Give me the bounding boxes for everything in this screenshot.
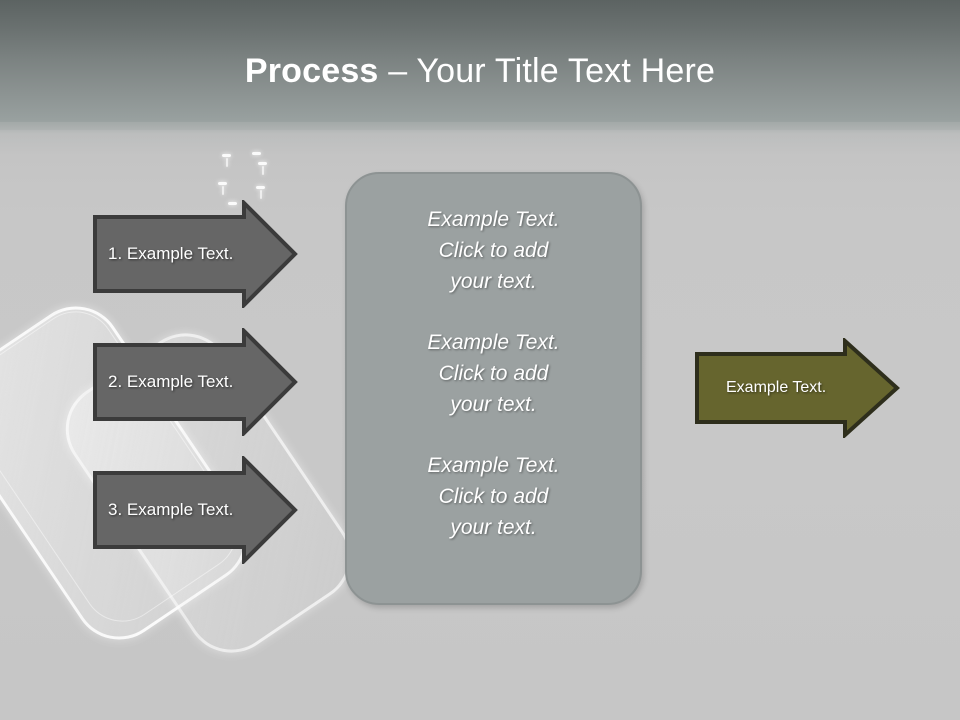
title-band-background <box>0 0 960 130</box>
title-bold-part: Process <box>244 52 379 90</box>
arrow-right-icon <box>93 456 298 564</box>
panel-text-line: Example Text. <box>427 454 560 477</box>
result-arrow-label: Example Text. <box>726 379 827 396</box>
panel-text-line: your text. <box>450 393 537 416</box>
panel-text-line: Example Text. <box>427 208 560 231</box>
arrow-right-icon <box>93 328 298 436</box>
panel-text-block-2: Example Text. Click to add your text. <box>373 327 614 420</box>
step-arrow-2[interactable]: 2. Example Text. <box>92 328 298 436</box>
panel-text-block-1: Example Text. Click to add your text. <box>373 204 614 297</box>
panel-text-line: Click to add <box>438 239 549 262</box>
panel-text-line: your text. <box>450 516 537 539</box>
slide-title: Process – Your Title Text Here <box>0 50 960 92</box>
panel-text-line: your text. <box>450 270 537 293</box>
panel-text-line: Click to add <box>438 485 549 508</box>
title-band-fade <box>0 122 960 156</box>
step-arrow-3[interactable]: 3. Example Text. <box>92 456 298 564</box>
step-arrow-1-label: 1. Example Text. <box>108 244 234 263</box>
title-regular-part: – Your Title Text Here <box>378 52 716 90</box>
panel-text-line: Example Text. <box>427 331 560 354</box>
arrow-right-icon <box>93 200 298 308</box>
step-arrow-1[interactable]: 1. Example Text. <box>92 200 298 308</box>
panel-text-line: Click to add <box>438 362 549 385</box>
step-arrow-3-label: 3. Example Text. <box>108 500 234 519</box>
content-panel[interactable]: Example Text. Click to add your text. Ex… <box>345 172 642 605</box>
result-arrow[interactable]: Example Text. <box>694 338 900 438</box>
step-arrow-2-label: 2. Example Text. <box>108 372 234 391</box>
panel-text-block-3: Example Text. Click to add your text. <box>373 450 614 543</box>
arrow-right-icon <box>695 338 900 438</box>
